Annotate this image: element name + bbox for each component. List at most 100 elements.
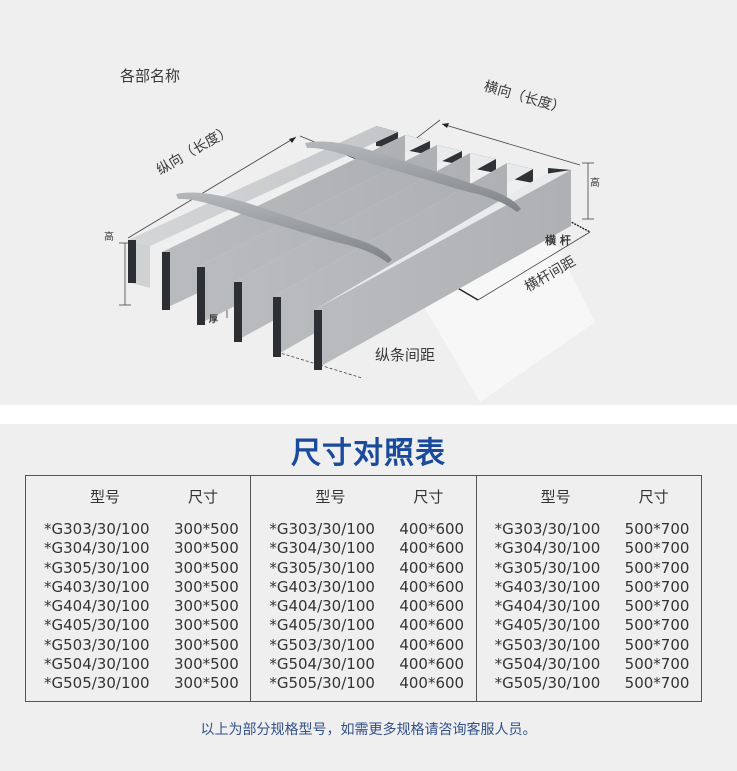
label-thickness: 厚: [209, 314, 218, 325]
table-row: *G304/30/100 400*600: [251, 539, 475, 558]
cell-size: 400*600: [399, 520, 465, 538]
table-row: *G404/30/100 400*600: [251, 597, 475, 616]
cell-model: *G505/30/100: [269, 674, 375, 693]
table-row: *G503/30/100 400*600: [251, 636, 475, 655]
cell-size: 400*600: [399, 674, 465, 693]
cell-size: 300*500: [174, 674, 239, 693]
cell-size: 300*500: [174, 558, 239, 577]
cell-model: *G504/30/100: [44, 655, 150, 674]
cell-size: 400*600: [399, 616, 465, 635]
header-size: 尺寸: [188, 488, 219, 506]
cell-model: *G305/30/100: [44, 558, 150, 577]
cell-size: 400*600: [399, 558, 465, 577]
cell-size: 300*500: [174, 539, 239, 558]
cell-model: *G303/30/100: [269, 520, 375, 538]
cell-size: 500*700: [624, 539, 690, 558]
cell-size: 300*500: [174, 616, 239, 635]
cell-size: 300*500: [174, 635, 239, 654]
label-cross-bar: 横 杆: [545, 233, 571, 247]
steel-grating-illustration: 各部名称 纵向（长度） 横向（长度） 高 高 厚 横 杆 横杆间距 纵条间距: [104, 67, 600, 402]
table-row: *G503/30/100 500*700: [477, 636, 701, 655]
cell-size: 400*600: [399, 635, 465, 654]
label-height-right: 高: [590, 176, 600, 189]
table-row: *G304/30/100 500*700: [477, 539, 701, 558]
column-header: 型号 尺寸: [251, 486, 475, 508]
cell-size: 500*700: [624, 635, 690, 654]
table-row: *G404/30/100 300*500: [26, 597, 250, 616]
cell-model: *G303/30/100: [44, 520, 150, 538]
table-row: *G404/30/100 500*700: [477, 597, 701, 616]
cell-size: 500*700: [624, 577, 690, 596]
cell-size: 300*500: [174, 577, 239, 596]
cell-model: *G303/30/100: [494, 520, 601, 538]
size-table-column: 型号 尺寸 *G303/30/100 300*500 *G304/30/100 30…: [26, 476, 252, 701]
cell-size: 500*700: [624, 520, 690, 538]
cell-size: 300*500: [174, 597, 239, 616]
header-size: 尺寸: [413, 488, 444, 506]
cell-model: *G503/30/100: [269, 635, 375, 654]
cell-model: *G403/30/100: [494, 577, 601, 596]
cell-size: 400*600: [399, 577, 465, 596]
cell-model: *G404/30/100: [494, 597, 601, 616]
table-row: *G505/30/100 300*500: [26, 674, 250, 693]
cell-model: *G403/30/100: [44, 577, 150, 596]
cell-model: *G505/30/100: [494, 674, 601, 693]
cell-model: *G405/30/100: [269, 616, 375, 635]
cell-model: *G505/30/100: [44, 674, 150, 693]
cell-model: *G405/30/100: [44, 616, 150, 635]
table-row: *G305/30/100 400*600: [251, 559, 475, 578]
cell-model: *G304/30/100: [494, 539, 601, 558]
cell-model: *G503/30/100: [494, 635, 601, 654]
header-size: 尺寸: [638, 488, 669, 506]
table-row: *G504/30/100 300*500: [26, 655, 250, 674]
header-model: 型号: [540, 488, 571, 506]
table-row: *G505/30/100 400*600: [251, 674, 475, 693]
label-longitudinal: 纵向（长度）: [154, 123, 235, 179]
size-table: 型号 尺寸 *G303/30/100 300*500 *G304/30/100 30…: [25, 475, 702, 702]
bearing-bars: [128, 126, 571, 370]
floor-highlight: [420, 222, 595, 402]
label-bearing-bar-spacing: 纵条间距: [375, 346, 435, 364]
cell-size: 400*600: [399, 539, 465, 558]
cell-model: *G504/30/100: [269, 655, 375, 674]
table-row: *G305/30/100 500*700: [477, 559, 701, 578]
table-row: *G303/30/100 400*600: [251, 520, 475, 539]
table-row: *G303/30/100 300*500: [26, 520, 250, 539]
size-table-column: 型号 尺寸 *G303/30/100 400*600 *G304/30/100 40…: [251, 476, 477, 701]
cell-model: *G404/30/100: [44, 597, 150, 616]
cell-size: 500*700: [624, 597, 690, 616]
cell-model: *G403/30/100: [269, 577, 375, 596]
table-row: *G503/30/100 300*500: [26, 636, 250, 655]
cell-size: 300*500: [174, 520, 239, 538]
cell-size: 500*700: [624, 655, 690, 674]
header-model: 型号: [90, 488, 121, 506]
cell-size: 300*500: [174, 655, 239, 674]
cell-size: 400*600: [399, 655, 465, 674]
diagram-title: 各部名称: [120, 67, 180, 85]
cell-model: *G305/30/100: [269, 558, 375, 577]
cell-size: 500*700: [624, 558, 690, 577]
cell-model: *G304/30/100: [44, 539, 150, 558]
section-divider: [0, 405, 737, 427]
column-header: 型号 尺寸: [26, 486, 250, 508]
table-row: *G303/30/100 500*700: [477, 520, 701, 539]
cross-bars: [176, 141, 521, 263]
cell-size: 400*600: [399, 597, 465, 616]
cell-model: *G304/30/100: [269, 539, 375, 558]
table-row: *G504/30/100 400*600: [251, 655, 475, 674]
table-row: *G403/30/100 300*500: [26, 578, 250, 597]
table-row: *G405/30/100 400*600: [251, 616, 475, 635]
label-height-left: 高: [104, 230, 114, 243]
column-header: 型号 尺寸: [477, 486, 701, 508]
table-row: *G304/30/100 300*500: [26, 539, 250, 558]
cell-model: *G305/30/100: [494, 558, 601, 577]
cell-model: *G404/30/100: [269, 597, 375, 616]
cell-model: *G503/30/100: [44, 635, 150, 654]
table-row: *G403/30/100 400*600: [251, 578, 475, 597]
header-model: 型号: [315, 488, 346, 506]
table-row: *G405/30/100 300*500: [26, 616, 250, 635]
